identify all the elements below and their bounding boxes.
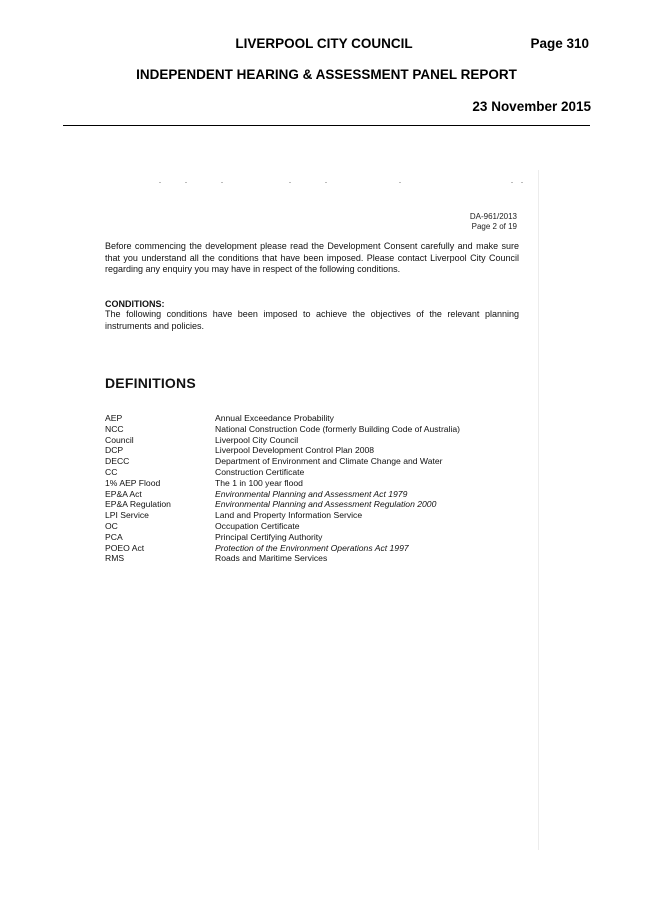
- document-reference: DA-961/2013 Page 2 of 19: [470, 212, 517, 232]
- conditions-body: The following conditions have been impos…: [105, 309, 519, 331]
- definition-description: Construction Certificate: [215, 466, 305, 477]
- definition-term: CC: [105, 466, 118, 477]
- definition-description: Occupation Certificate: [215, 520, 300, 531]
- definitions-list: AEP Annual Exceedance Probability NCC Nati…: [105, 413, 525, 564]
- definition-description: Land and Property Information Service: [215, 510, 363, 521]
- report-date: 23 November 2015: [472, 99, 591, 114]
- definition-description: Annual Exceedance Probability: [215, 413, 334, 423]
- intro-paragraph: Before commencing the development please…: [105, 241, 519, 274]
- da-number: DA-961/2013: [469, 212, 517, 221]
- definition-term: EP&A Act: [105, 488, 142, 499]
- definition-description: The 1 in 100 year flood: [215, 477, 303, 488]
- definition-description: Principal Certifying Authority: [215, 531, 323, 542]
- definition-description: Liverpool Development Control Plan 2008: [215, 445, 375, 456]
- definition-term: PCA: [105, 531, 123, 542]
- definition-row: LPI Service Land and Property Information…: [105, 510, 525, 521]
- definition-row: EP&A Regulation Environmental Planning an…: [105, 499, 525, 510]
- page-of: Page 2 of 19: [471, 222, 517, 231]
- definition-term: EP&A Regulation: [105, 499, 171, 510]
- definition-term: LPI Service: [105, 510, 149, 521]
- definition-row: 1% AEP Flood The 1 in 100 year flood: [105, 478, 525, 489]
- page-number: Page 310: [530, 36, 589, 51]
- definition-row: DCP Liverpool Development Control Plan 20…: [105, 445, 525, 456]
- scan-edge: [538, 170, 539, 850]
- definition-row: AEP Annual Exceedance Probability: [105, 413, 525, 424]
- definition-description: Environmental Planning and Assessment Re…: [215, 499, 437, 510]
- council-name: LIVERPOOL CITY COUNCIL: [235, 36, 413, 51]
- header-divider: [63, 125, 590, 126]
- definition-term: OC: [105, 520, 118, 531]
- scanned-page: DA-961/2013 Page 2 of 19 Before commenci…: [93, 170, 539, 850]
- scan-noise: [93, 182, 539, 188]
- definition-row: DECC Department of Environment and Climat…: [105, 456, 525, 467]
- definition-term: RMS: [105, 553, 125, 564]
- definition-description: National Construction Code (formerly Bui…: [215, 423, 461, 434]
- report-title: INDEPENDENT HEARING & ASSESSMENT PANEL R…: [136, 67, 517, 82]
- definition-term: 1% AEP Flood: [105, 477, 161, 488]
- definition-row: NCC National Construction Code (formerly …: [105, 424, 525, 435]
- definition-description: Environmental Planning and Assessment Ac…: [215, 488, 408, 499]
- definition-row: CC Construction Certificate: [105, 467, 525, 478]
- conditions-title: CONDITIONS:: [105, 299, 165, 309]
- definition-description: Roads and Maritime Services: [215, 553, 328, 564]
- definition-term: NCC: [105, 423, 124, 434]
- definition-term: Council: [105, 434, 134, 445]
- definitions-heading: DEFINITIONS: [105, 375, 196, 391]
- definition-row: OC Occupation Certificate: [105, 521, 525, 532]
- definition-term: DCP: [105, 445, 124, 456]
- definition-description: Department of Environment and Climate Ch…: [215, 456, 443, 467]
- definition-description: Liverpool City Council: [215, 434, 299, 445]
- definition-row: PCA Principal Certifying Authority: [105, 532, 525, 543]
- definition-term: DECC: [105, 456, 130, 467]
- definition-term: POEO Act: [105, 542, 145, 553]
- definition-row: POEO Act Protection of the Environment Op…: [105, 543, 525, 554]
- definition-description: Protection of the Environment Operations…: [215, 542, 409, 553]
- definition-term: AEP: [105, 413, 123, 423]
- definition-row: RMS Roads and Maritime Services: [105, 553, 525, 564]
- definition-row: Council Liverpool City Council: [105, 435, 525, 446]
- definition-row: EP&A Act Environmental Planning and Asses…: [105, 489, 525, 500]
